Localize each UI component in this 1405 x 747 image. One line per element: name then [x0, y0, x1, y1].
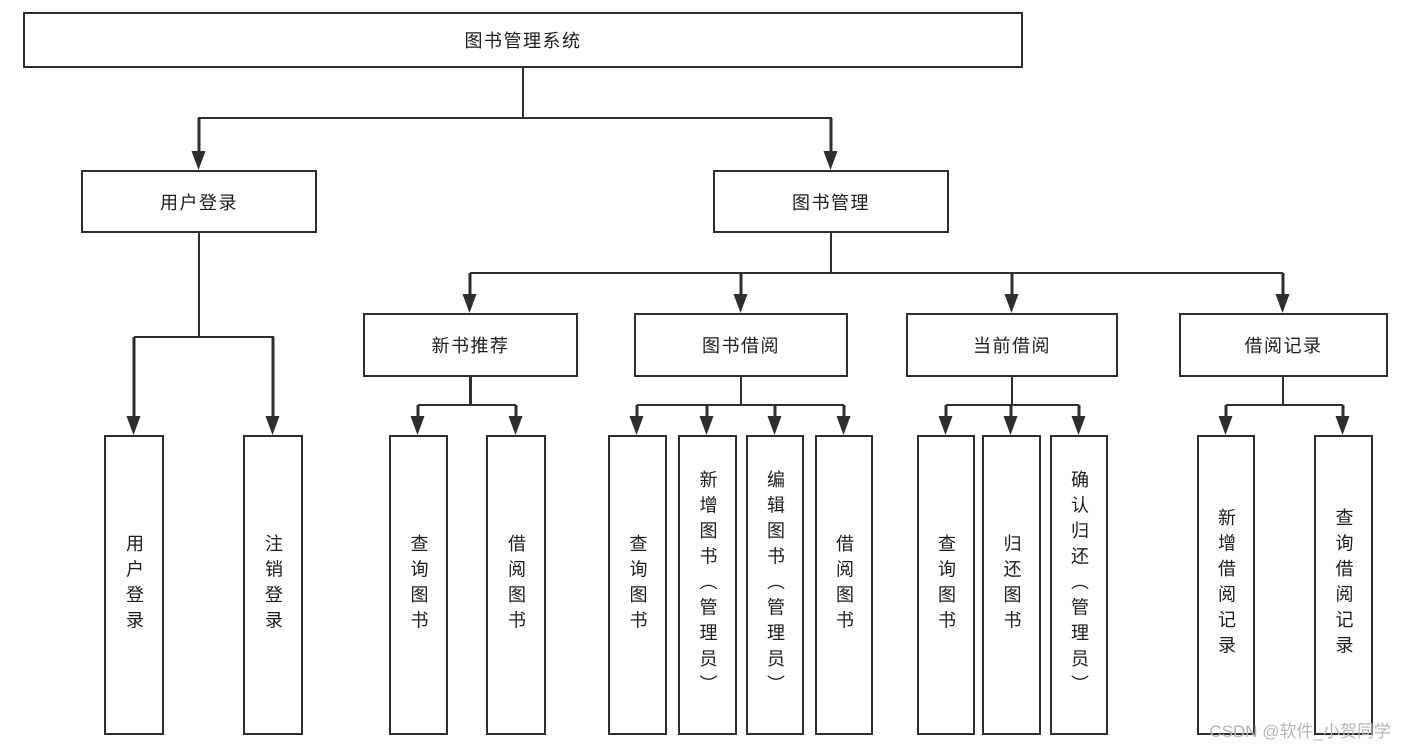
arrow-down-leaf	[410, 405, 426, 435]
arrow-down-leaf	[836, 405, 852, 435]
leaf-record-query-record-label: 查询借阅记录	[1333, 508, 1354, 662]
leaf-borrow-edit-books-admin: 编辑图书（管理员）	[746, 435, 804, 735]
connector-user-login-bar	[134, 335, 274, 338]
leaf-logout-label: 注销登录	[263, 533, 283, 637]
arrow-down-to-user-login	[191, 118, 207, 170]
connector-user-login-stem	[197, 233, 201, 337]
connector-borrow-record-bar	[1226, 403, 1343, 406]
arrow-down-leaf	[699, 405, 715, 435]
connector-book-borrow-bar	[637, 403, 844, 406]
connector-new-book-stem	[469, 377, 472, 405]
leaf-borrow-query-books: 查询图书	[608, 435, 667, 735]
node-current-borrow-label: 当前借阅	[973, 336, 1051, 356]
arrow-down-leaf	[1071, 405, 1087, 435]
node-book-mgmt-label: 图书管理	[792, 192, 870, 213]
leaf-user-login: 用户登录	[104, 435, 164, 735]
connector-book-mgmt-stem	[829, 233, 833, 273]
arrow-down-to-book-mgmt	[823, 118, 839, 170]
leaf-user-login-label: 用户登录	[124, 533, 144, 637]
leaf-logout: 注销登录	[243, 435, 303, 735]
connector-root-bar	[198, 116, 832, 119]
arrow-down-leaf	[767, 405, 783, 435]
connector-book-mgmt-bar	[470, 271, 1283, 274]
leaf-record-add-record-label: 新增借阅记录	[1216, 508, 1236, 662]
arrow-down-leaf	[1335, 405, 1351, 435]
connector-new-book-bar	[418, 403, 516, 406]
arrow-down-to-book-borrow	[733, 273, 749, 313]
arrow-down-to-new-book	[462, 273, 478, 313]
arrow-down-leaf	[938, 405, 954, 435]
arrow-down-to-leaf-user-login	[126, 337, 142, 435]
leaf-borrow-add-books-admin-label: 新增图书（管理员）	[697, 469, 718, 701]
arrow-down-leaf	[1218, 405, 1234, 435]
leaf-record-query-record: 查询借阅记录	[1314, 435, 1373, 735]
leaf-borrow-query-books-label: 查询图书	[627, 533, 648, 637]
leaf-current-query-books: 查询图书	[917, 435, 975, 735]
leaf-current-confirm-return-admin: 确认归还（管理员）	[1050, 435, 1108, 735]
arrow-down-leaf	[629, 405, 645, 435]
node-new-book: 新书推荐	[363, 313, 578, 377]
connector-current-borrow-stem	[1010, 377, 1014, 405]
arrow-down-to-current-borrow	[1004, 273, 1020, 313]
node-user-login: 用户登录	[81, 170, 317, 233]
node-borrow-record-label: 借阅记录	[1244, 336, 1323, 356]
arrow-down-to-borrow-record	[1275, 273, 1291, 313]
arrow-down-leaf	[1003, 405, 1019, 435]
node-book-mgmt: 图书管理	[713, 170, 949, 233]
arrow-down-to-leaf-logout	[265, 337, 281, 435]
node-user-login-label: 用户登录	[160, 192, 238, 213]
node-borrow-record: 借阅记录	[1179, 313, 1388, 377]
node-book-borrow: 图书借阅	[634, 313, 848, 377]
connector-current-borrow-bar	[946, 403, 1079, 406]
leaf-newbook-query-books: 查询图书	[389, 435, 448, 735]
leaf-newbook-borrow-books-label: 借阅图书	[506, 533, 526, 637]
arrow-down-leaf	[508, 405, 524, 435]
connector-root-stem	[521, 68, 525, 118]
leaf-current-confirm-return-admin-label: 确认归还（管理员）	[1069, 469, 1089, 701]
leaf-record-add-record: 新增借阅记录	[1197, 435, 1255, 735]
leaf-current-return-books-label: 归还图书	[1001, 533, 1022, 637]
leaf-newbook-borrow-books: 借阅图书	[486, 435, 546, 735]
leaf-borrow-add-books-admin: 新增图书（管理员）	[678, 435, 737, 735]
leaf-current-query-books-label: 查询图书	[936, 533, 956, 637]
node-root: 图书管理系统	[23, 12, 1023, 68]
leaf-current-return-books: 归还图书	[982, 435, 1041, 735]
node-root-label: 图书管理系统	[464, 31, 582, 51]
connector-book-borrow-stem	[739, 377, 743, 405]
leaf-newbook-query-books-label: 查询图书	[408, 533, 429, 637]
connector-borrow-record-stem	[1281, 377, 1285, 405]
node-new-book-label: 新书推荐	[431, 336, 510, 356]
leaf-borrow-borrow-books: 借阅图书	[815, 435, 873, 735]
leaf-borrow-edit-books-admin-label: 编辑图书（管理员）	[765, 469, 785, 701]
leaf-borrow-borrow-books-label: 借阅图书	[834, 533, 854, 637]
node-book-borrow-label: 图书借阅	[702, 336, 780, 356]
csdn-watermark: CSDN @软件_小贺同学	[1209, 722, 1391, 741]
node-current-borrow: 当前借阅	[906, 313, 1118, 377]
